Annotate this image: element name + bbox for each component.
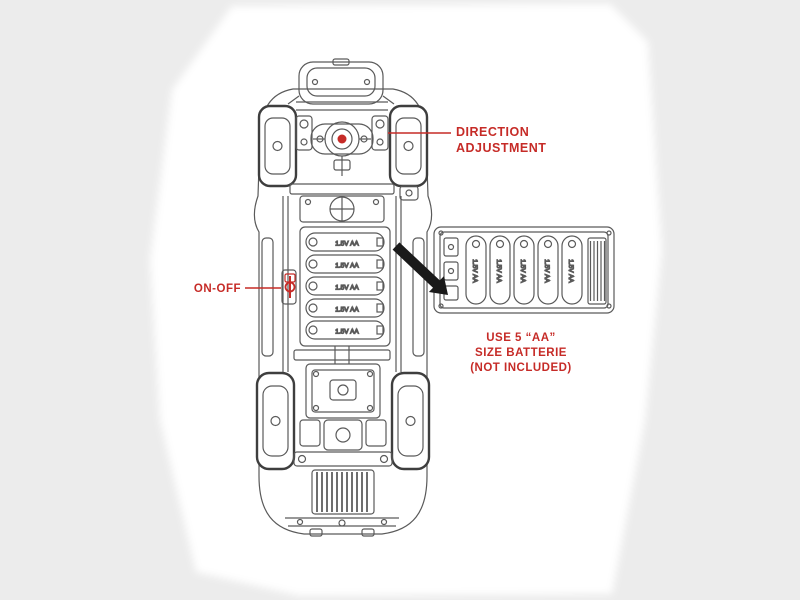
gearbox-area — [293, 346, 391, 419]
holder-clip-hatch — [587, 237, 607, 305]
battery-note-line1: USE 5 “AA” — [486, 332, 556, 344]
battery-cell-label: 1.5V AA — [335, 241, 359, 248]
battery-cell-label: 1.5V AA — [471, 259, 478, 283]
rear-right-wheel — [390, 371, 431, 471]
mid-crossmember — [289, 183, 419, 223]
battery-cell-label: 1.5V AA — [543, 259, 550, 283]
holder-battery-cell: 1.5V AA — [465, 235, 487, 305]
battery-cell-label: 1.5V AA — [335, 307, 359, 314]
annotations: DIRECTION ADJUSTMENT ON-OFF USE 5 “AA” S… — [194, 125, 572, 374]
car-chassis-drawing: 1.5V AA 1.5V AA 1.5V AA 1.5V AA 1.5V AA — [253, 58, 433, 537]
car-battery-compartment: 1.5V AA 1.5V AA 1.5V AA 1.5V AA 1.5V AA — [299, 226, 391, 347]
battery-cell-label: 1.5V AA — [335, 263, 359, 270]
onoff-label: ON-OFF — [194, 283, 241, 295]
battery-holder-detail: 1.5V AA 1.5V AA 1.5V AA 1.5V AA 1.5V AA — [433, 226, 615, 314]
battery-note-line2: SIZE BATTERIE — [475, 347, 567, 359]
ribbed-rear-block — [311, 469, 375, 515]
holder-battery-cell: 1.5V AA — [561, 235, 583, 305]
battery-slot: 1.5V AA — [305, 298, 385, 318]
battery-cell-label: 1.5V AA — [495, 259, 502, 283]
rear-bumper — [285, 517, 399, 537]
steering-assembly — [310, 121, 374, 176]
holder-battery-cell: 1.5V AA — [489, 235, 511, 305]
chassis-rails — [261, 196, 425, 372]
battery-cell-label: 1.5V AA — [519, 259, 526, 283]
rear-left-wheel — [255, 371, 296, 471]
battery-cell-label: 1.5V AA — [335, 285, 359, 292]
battery-cell-label: 1.5V AA — [567, 259, 574, 283]
holder-battery-cell: 1.5V AA — [513, 235, 535, 305]
battery-slot: 1.5V AA — [305, 320, 385, 340]
battery-slot: 1.5V AA — [305, 232, 385, 252]
direction-adjustment-label-line2: ADJUSTMENT — [456, 141, 546, 155]
direction-adjust-point — [337, 134, 347, 144]
battery-note-line3: (NOT INCLUDED) — [470, 362, 572, 374]
battery-cell-label: 1.5V AA — [335, 329, 359, 336]
direction-adjustment-label-line1: DIRECTION — [456, 125, 529, 139]
wheel-hubs — [262, 117, 424, 457]
motor-area — [293, 419, 393, 467]
onoff-switch — [281, 269, 297, 305]
pointer-arrow-icon — [392, 242, 448, 295]
battery-slot: 1.5V AA — [305, 254, 385, 274]
battery-slot: 1.5V AA — [305, 276, 385, 296]
holder-battery-cell: 1.5V AA — [537, 235, 559, 305]
roof-cap — [298, 58, 384, 105]
